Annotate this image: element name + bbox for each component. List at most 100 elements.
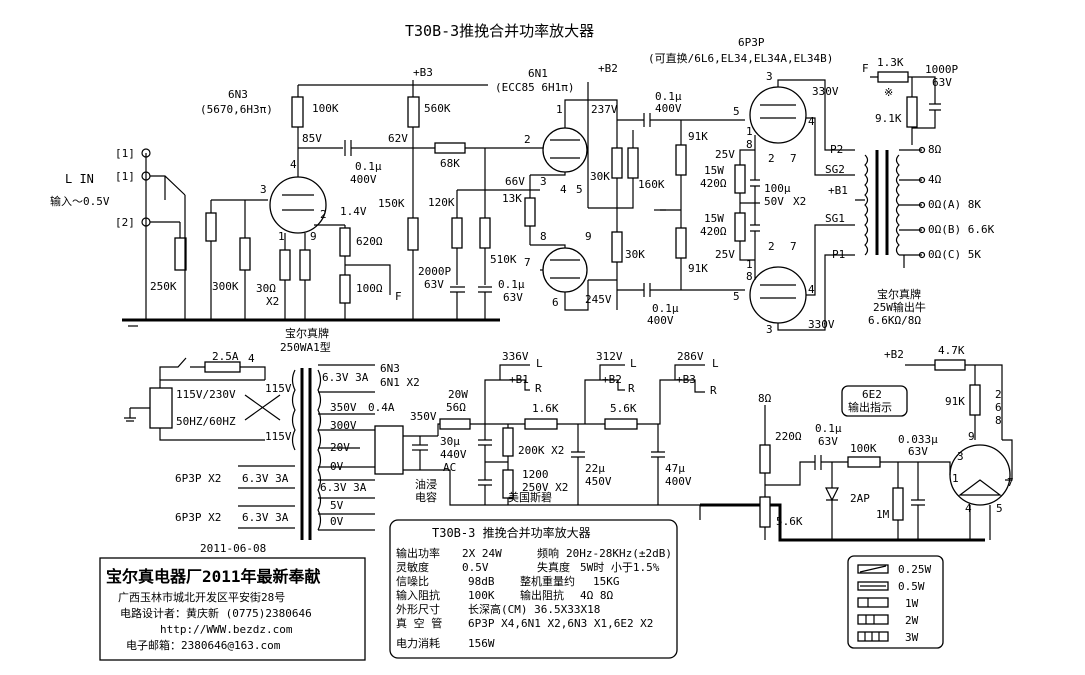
spec-r3-value2: 4Ω 8Ω: [580, 589, 613, 602]
input-term-3: [2]: [115, 216, 135, 229]
bridge-rectifier: [374, 425, 404, 475]
label-25v-a: 25V: [715, 148, 735, 161]
label-c01-c: 0.1μ: [655, 90, 682, 103]
label-6-3v-c: 6.3V 3A: [242, 472, 289, 485]
label-63v-b: 63V: [503, 291, 523, 304]
legend-1w-symbol: [857, 597, 889, 608]
spec-rows: 输出功率 2X 24W 频响 20Hz-28KHz(±2dB) 灵敏度 0.5V…: [396, 546, 672, 650]
spec-r2-label2: 整机重量约: [520, 574, 575, 588]
rail-b3-top: +B3: [413, 66, 433, 79]
label-560k: 560K: [424, 102, 451, 115]
legend-05w: 0.5W: [898, 580, 925, 593]
label-sg2: SG2: [825, 163, 845, 176]
label-1000p: 1000P: [925, 63, 958, 76]
label-22u: 22μ: [585, 462, 605, 475]
company-web: http://WWW.bezdz.com: [160, 623, 293, 636]
label-1200: 1200: [522, 468, 549, 481]
legend-frame: [847, 555, 944, 649]
tube-6n1-pin-3: 3: [540, 175, 547, 188]
tube-6p3p-pin-7a: 7: [790, 152, 797, 165]
label-6-3v-a: 6.3V 3A: [322, 371, 369, 384]
label-200k-x2: 200K X2: [518, 444, 564, 457]
label-100ohm: 100Ω: [356, 282, 383, 295]
label-6n3: 6N3: [380, 362, 400, 375]
label-85v: 85V: [302, 132, 322, 145]
label-15w-a: 15W: [704, 164, 724, 177]
label-0v-b: 0V: [330, 515, 344, 528]
label-r-3: R: [710, 384, 717, 397]
label-5v: 5V: [330, 499, 344, 512]
label-30ohm: 30Ω: [256, 282, 276, 295]
label-0v-tap: 0V: [330, 460, 344, 473]
tube-6n1-pin-9: 9: [585, 230, 592, 243]
label-oil-2: 电容: [415, 490, 437, 504]
label-620: 620Ω: [356, 235, 383, 248]
tube-6n1: 6N1 (ECC85 6H1π) +B2 1 2 3 4 5 8 9 7 6 2…: [495, 62, 745, 327]
label-x2-b: X2: [793, 195, 806, 208]
tube-6n3-alt: (5670,6H3π): [200, 103, 273, 116]
resistor-4-7k: [934, 359, 966, 371]
resistor-120k: [451, 217, 463, 249]
spec-r6-value: 156W: [468, 637, 495, 650]
output-transformer: F 1.3K ※ 1000P 63V 9.1K P2 SG2 +B1 SG1 P…: [825, 56, 995, 327]
tube-6n1-pin-5: 5: [576, 183, 583, 196]
label-6n1-x2: 6N1 X2: [380, 376, 420, 389]
tube-6p3p-pin-1a: 1: [746, 125, 753, 138]
label-c01-a: 0.1μ: [355, 160, 382, 173]
spec-r4-label: 外形尺寸: [396, 602, 440, 616]
label-oil-1: 油浸: [415, 477, 437, 491]
resistor-5-6k: [604, 418, 638, 430]
tube-6p3p-pin-4b: 4: [808, 283, 815, 296]
company-name: 宝尔真电器厂2011年最新奉献: [106, 567, 321, 586]
tube-6p3p-pin-3a: 3: [766, 70, 773, 83]
tube-6n3-pin-3: 3: [260, 183, 267, 196]
label-450v: 450V: [585, 475, 612, 488]
label-91k-b: 91K: [688, 262, 708, 275]
tube-6p3p-upper: [749, 86, 807, 144]
label-350v-tap: 350V: [330, 401, 357, 414]
tube-6p3p: 6P3P (可直换/6L6,EL34,EL34A,EL34B) 3 5 4 1 …: [648, 36, 855, 336]
tube-6n1-pin-8: 8: [540, 230, 547, 243]
tube-6n1-pin-4: 4: [560, 183, 567, 196]
label-1-6k: 1.6K: [532, 402, 559, 415]
label-63v-ind-b: 63V: [908, 445, 928, 458]
input-term-1: [1]: [115, 147, 135, 160]
tube-6n1-upper: [542, 127, 588, 173]
legend-025w: 0.25W: [898, 563, 931, 576]
resistor-20w: [439, 418, 471, 430]
legend-3w: 3W: [905, 631, 919, 644]
label-l-2: L: [630, 357, 637, 370]
ps-brand: 宝尔真牌: [285, 326, 329, 340]
label-160k: 160K: [638, 178, 665, 191]
tube-6n1-pin-6: 6: [552, 296, 559, 309]
tube-6p3p-alt: (可直换/6L6,EL34,EL34A,EL34B): [648, 51, 833, 65]
label-510k: 510K: [490, 253, 517, 266]
tube-6e2-pin-6: 6: [995, 401, 1002, 414]
label-20w: 20W: [448, 388, 468, 401]
label-mark: ※: [884, 86, 893, 99]
spec-r0-value2: 20Hz-28KHz(±2dB): [566, 547, 672, 560]
resistor-300k: [239, 237, 251, 271]
tube-6e2-pin-4: 4: [965, 502, 972, 515]
spec-r2-label: 信噪比: [396, 575, 429, 588]
label-8ohm-in: 8Ω: [758, 392, 772, 405]
label-300k: 300K: [212, 280, 239, 293]
label-out-f: F: [862, 62, 869, 75]
resistor-9-1k: [906, 96, 918, 128]
indicator-6e2: +B2 4.7K 91K 6E2 输出指示 9 3 1 2 6 8 4 5 7 …: [758, 344, 1014, 540]
resistor-620: [339, 227, 351, 257]
label-l-1: L: [536, 357, 543, 370]
label-100u: 100μ: [764, 182, 791, 195]
spec-r3-label2: 输出阻抗: [520, 588, 564, 602]
label-x2-a: X2: [266, 295, 279, 308]
legend-1w: 1W: [905, 597, 919, 610]
resistor-13k: [524, 197, 536, 227]
tube-6n1-alt: (ECC85 6H1π): [495, 81, 574, 94]
label-245v: 245V: [585, 293, 612, 306]
label-150k: 150K: [378, 197, 405, 210]
label-ac: AC: [443, 461, 456, 474]
label-5-6k-ind: 5.6K: [776, 515, 803, 528]
tube-6n3-pin-1: 1: [278, 230, 285, 243]
company-box: 宝尔真电器厂2011年最新奉献 广西玉林市城北开发区平安街28号 电路设计者：黄…: [99, 557, 366, 661]
